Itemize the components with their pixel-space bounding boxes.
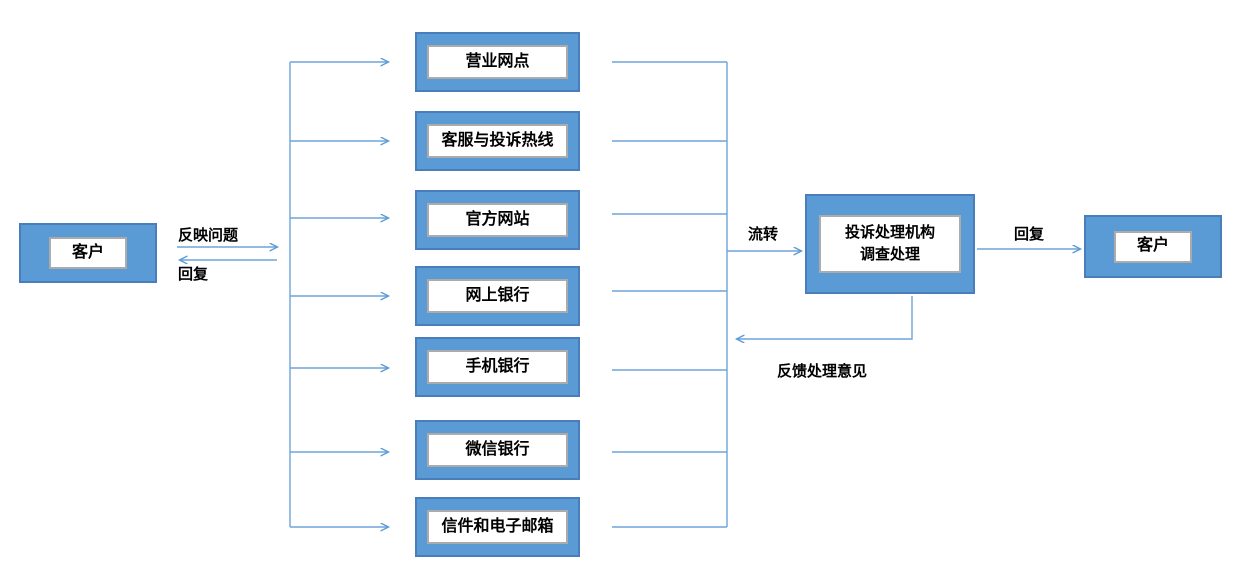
edge-label-reply-right: 回复: [1014, 226, 1045, 243]
edge-label-report: 反映问题: [178, 227, 239, 244]
channel-label: 营业网点: [427, 45, 568, 79]
customer-right-label: 客户: [1114, 230, 1192, 263]
channel-node-wechatbank: 微信银行: [415, 420, 580, 480]
channel-label: 微信银行: [427, 433, 568, 467]
edge-label-reply-left: 回复: [178, 266, 209, 283]
channel-node-branch: 营业网点: [415, 32, 580, 92]
customer-right-node: 客户: [1084, 215, 1222, 278]
processor-label-line1: 投诉处理机构: [844, 224, 935, 242]
customer-left-label: 客户: [49, 237, 127, 269]
channel-node-mail: 信件和电子邮箱: [415, 497, 580, 557]
channel-node-mobilebank: 手机银行: [415, 337, 580, 397]
channel-label: 网上银行: [427, 279, 568, 313]
processor-node: 投诉处理机构 调查处理: [805, 194, 975, 294]
channel-node-hotline: 客服与投诉热线: [415, 111, 580, 171]
edge-label-feedback: 反馈处理意见: [777, 363, 868, 380]
channel-label: 客服与投诉热线: [427, 124, 568, 158]
channel-node-onlinebank: 网上银行: [415, 266, 580, 326]
channel-label: 官方网站: [427, 203, 568, 237]
edge-feedback-arrow: [737, 296, 913, 339]
channel-label: 信件和电子邮箱: [427, 510, 568, 544]
channel-node-website: 官方网站: [415, 190, 580, 250]
connector-group: [177, 62, 1080, 527]
edge-label-transfer: 流转: [748, 226, 779, 243]
channel-label: 手机银行: [427, 350, 568, 384]
processor-label-line2: 调查处理: [859, 246, 920, 263]
customer-left-node: 客户: [19, 223, 157, 283]
processor-label: 投诉处理机构 调查处理: [819, 215, 961, 273]
